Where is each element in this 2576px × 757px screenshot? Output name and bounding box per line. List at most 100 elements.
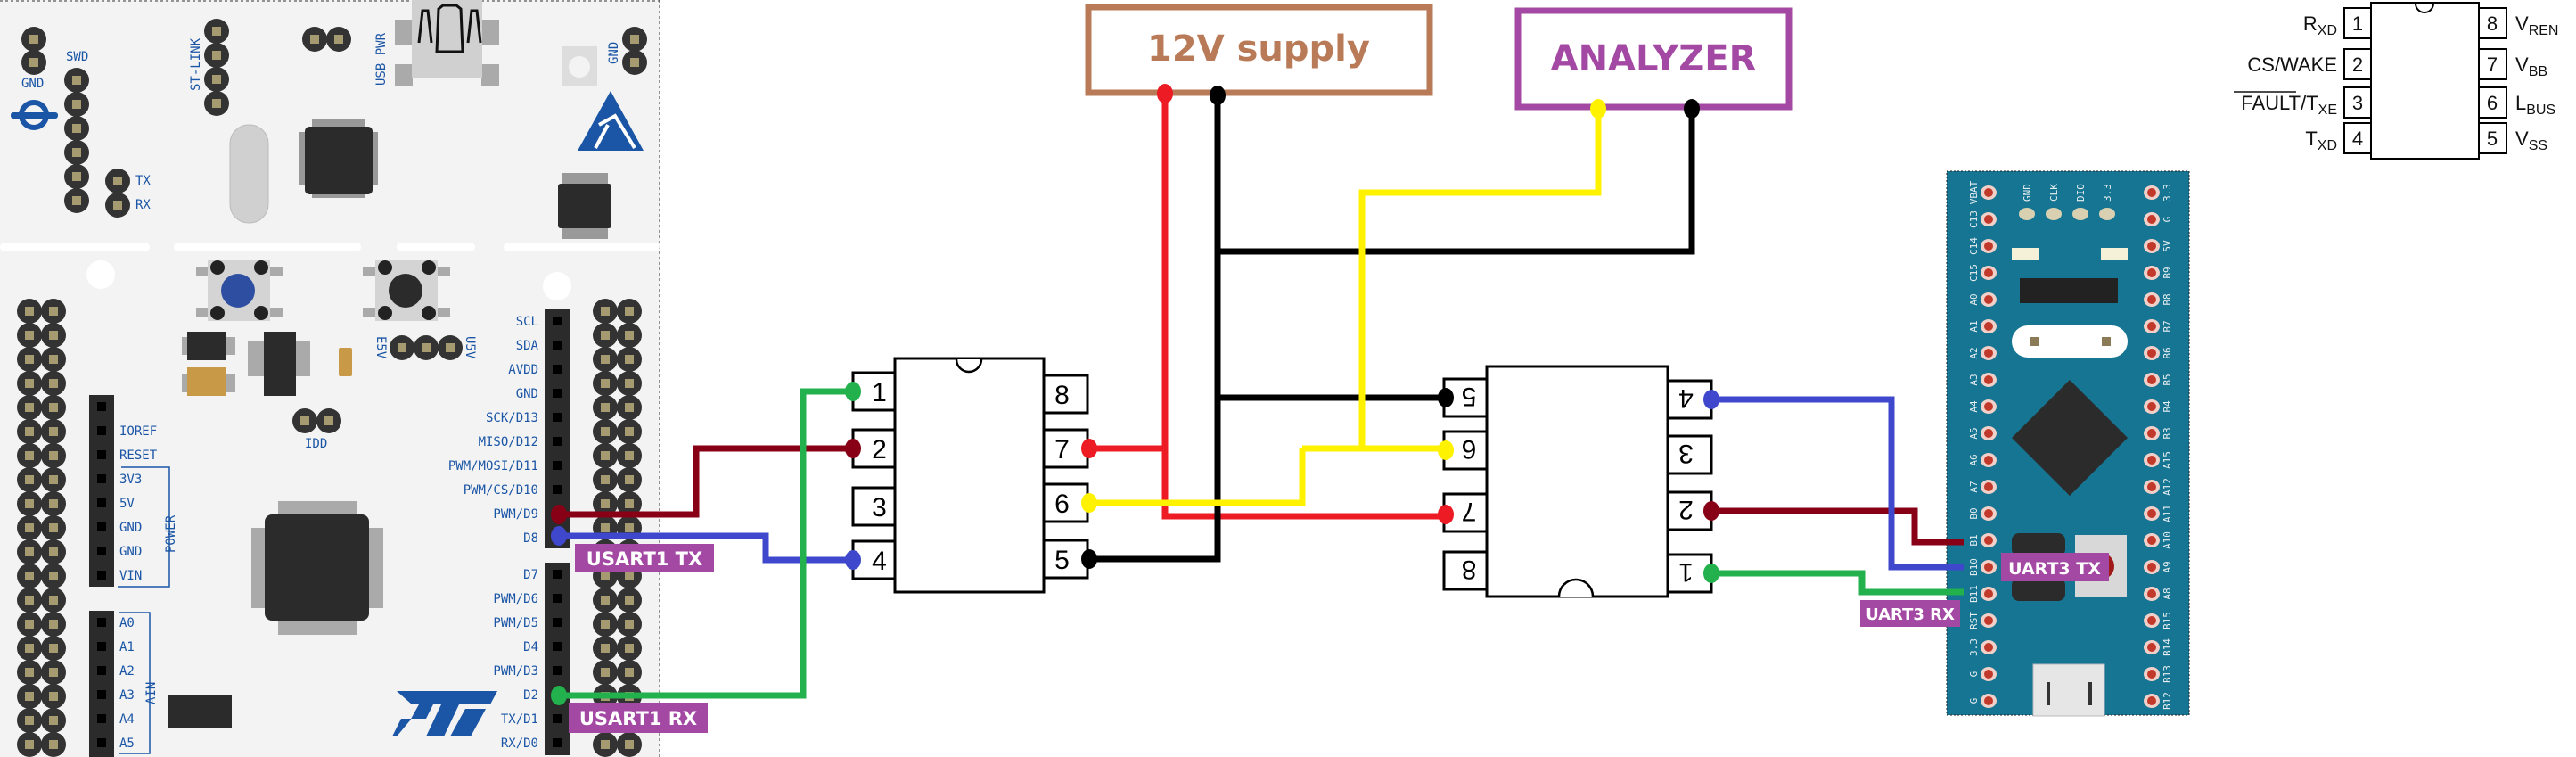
morpho-pin	[41, 684, 66, 709]
pin-label: D7	[523, 568, 538, 582]
green-wire	[559, 388, 1964, 699]
board-separator	[397, 243, 475, 251]
morpho-pin	[593, 588, 618, 613]
bluepill-pin-label: RST	[1968, 612, 1980, 629]
mounting-hole	[86, 260, 115, 289]
morpho-pin	[617, 443, 642, 468]
morpho-pin	[17, 588, 42, 613]
pinout-pin-name: VSS	[2515, 128, 2547, 153]
bluepill-led	[2101, 248, 2128, 260]
tx-label: TX	[135, 174, 151, 188]
pin-label: A3	[119, 688, 135, 703]
pin-name-main: L	[2515, 92, 2526, 114]
pinout-pin-number: 3	[2352, 92, 2363, 114]
bluepill-pin-label: B9	[2162, 267, 2173, 278]
black-wire-end	[1684, 99, 1700, 119]
power-bracket	[118, 466, 170, 588]
pin-label: PWM/D6	[493, 592, 538, 606]
morpho-pin	[593, 467, 618, 492]
morpho-pin	[593, 732, 618, 757]
header-pin	[553, 738, 562, 747]
swd-pad-label: DIO	[2075, 184, 2087, 202]
gnd-pin	[622, 27, 647, 52]
gnd-pin	[21, 50, 46, 75]
morpho-pin	[617, 588, 642, 613]
morpho-pin	[593, 323, 618, 348]
boot-jumper[interactable]	[2012, 578, 2065, 601]
pin-name-main: V	[2515, 53, 2529, 76]
pin-label: PWM/D5	[493, 616, 538, 630]
power-select-pin	[414, 335, 439, 360]
pin-name-sub: REN	[2529, 23, 2559, 38]
pin-label: IOREF	[119, 424, 157, 439]
pin-label: SCK/D13	[486, 411, 538, 425]
usb-connector	[395, 0, 499, 86]
usb-pwr-pin	[326, 27, 351, 52]
header-pin	[553, 389, 562, 398]
pin-wire-end	[1081, 549, 1097, 569]
bluepill-pin-label: B11	[1968, 585, 1980, 603]
bluepill-pin-label: B15	[2162, 612, 2173, 629]
bluepill-pin-label: B4	[2162, 400, 2173, 413]
swd-pad-label: CLK	[2048, 184, 2060, 202]
chip-body	[1485, 365, 1669, 598]
boot-jumper[interactable]	[2012, 533, 2065, 556]
pinout-pin	[2478, 122, 2507, 154]
bluepill-pin-label: 3.3	[2162, 184, 2173, 202]
bluepill-pin-label: G	[1968, 698, 1980, 704]
morpho-pin	[617, 395, 642, 420]
morpho-pin	[41, 708, 66, 733]
header-pin	[553, 714, 562, 723]
uart-jumper-pin	[105, 193, 130, 218]
header-pin	[97, 618, 106, 627]
pin-label: GND	[119, 545, 142, 559]
morpho-pin	[41, 299, 66, 324]
main-mcu	[251, 501, 383, 635]
pin-name-main: R	[2303, 12, 2318, 35]
morpho-pin	[17, 323, 42, 348]
morpho-pin	[617, 467, 642, 492]
esd-warning-icon	[578, 91, 644, 151]
chip-pin	[1042, 539, 1089, 580]
header-pin	[553, 461, 562, 470]
uart3-rx-tag	[1860, 600, 1960, 627]
morpho-pin	[41, 515, 66, 540]
dark-red-wire	[559, 445, 1964, 546]
morpho-pin	[617, 323, 642, 348]
morpho-pin	[593, 636, 618, 661]
morpho-pin	[617, 371, 642, 396]
bluepill-pin-label: B0	[1968, 507, 1980, 519]
bluepill-pin-label: B1	[1968, 534, 1980, 546]
pin-label: A5	[119, 736, 135, 751]
swd-label: SWD	[66, 50, 88, 64]
st-link-pin	[204, 43, 229, 68]
pin-wire-end	[1703, 564, 1719, 583]
morpho-pin	[617, 612, 642, 637]
bluepill-pin-label: 5V	[2162, 240, 2173, 252]
d2-wire-end	[551, 686, 567, 705]
user-button[interactable]	[196, 260, 283, 321]
pin-label: D2	[523, 688, 538, 703]
pin-number: 8	[1054, 381, 1070, 410]
morpho-pin	[593, 491, 618, 516]
nucleo-board: SCLSDAAVDDGNDSCK/D13MISO/D12PWM/MOSI/D11…	[0, 0, 660, 757]
pin-number: 8	[1462, 555, 1477, 584]
bluepill-pin-label: VBAT	[1968, 180, 1980, 204]
header-pin	[97, 642, 106, 651]
swd-pad-label: GND	[2022, 184, 2033, 202]
header-pin	[553, 570, 562, 579]
bluepill-pin-label: B14	[2162, 638, 2173, 656]
morpho-pin	[17, 395, 42, 420]
pinout-pin-name: LBUS	[2515, 92, 2555, 118]
reset-button[interactable]	[363, 260, 450, 321]
morpho-pin	[617, 636, 642, 661]
pinout-chip-body	[2370, 2, 2480, 160]
swd-pad	[2099, 208, 2115, 220]
pin-wire-end	[845, 550, 861, 570]
pin-wire-end	[1081, 493, 1097, 513]
pin-label: RX/D0	[501, 736, 538, 751]
pinout-pin	[2478, 7, 2507, 39]
